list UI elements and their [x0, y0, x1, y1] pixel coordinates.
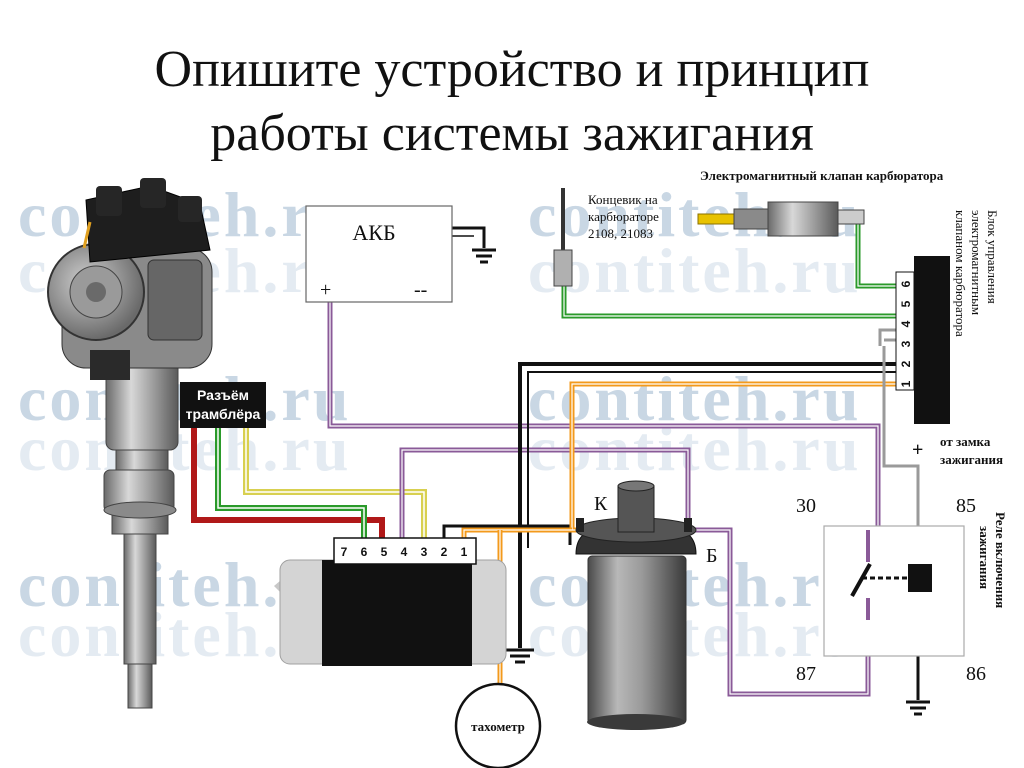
- wires: [191, 222, 920, 697]
- control-unit-pin: 6: [899, 280, 913, 287]
- limit-switch-label-2: карбюраторе: [588, 209, 659, 224]
- relay-label-1: Реле включения: [993, 512, 1008, 608]
- battery-plus: +: [320, 279, 331, 301]
- distributor-connector: Разъём трамблёра: [180, 382, 266, 428]
- title-line-2: работы системы зажигания: [210, 105, 814, 162]
- ignition-coil: К Б: [575, 480, 717, 730]
- distributor: [47, 178, 213, 709]
- relay-terminal-86: 86: [966, 663, 986, 685]
- wire-red: [191, 428, 385, 545]
- commutator-pin: 5: [381, 545, 388, 559]
- control-unit-pin: 1: [899, 380, 913, 387]
- relay-terminal-85: 85: [956, 495, 976, 517]
- title-line-1: Опишите устройство и принцип: [154, 41, 870, 98]
- commutator-pin: 2: [441, 545, 448, 559]
- tachometer-label: тахометр: [471, 719, 525, 734]
- battery: АКБ + --: [305, 205, 453, 303]
- relay-terminal-87: 87: [796, 663, 816, 685]
- control-unit-pin: 5: [899, 300, 913, 307]
- ground-icon: [472, 248, 496, 264]
- watermark-text: contiteh.ru: [528, 235, 861, 306]
- commutator-pin: 3: [421, 545, 428, 559]
- distributor-connector-label-2: трамблёра: [186, 406, 261, 422]
- commutator: 7 6 5 4 3 2 1: [274, 537, 507, 666]
- limit-switch-label-1: Концевик на: [588, 192, 658, 207]
- relay-label-2: зажигания: [977, 526, 992, 589]
- watermark-text: contiteh.ru: [528, 549, 861, 620]
- wire-black: [518, 362, 898, 648]
- commutator-pin: 7: [341, 545, 348, 559]
- wire-gray: [882, 346, 920, 560]
- wire-green-valve: [855, 222, 900, 289]
- ignition-relay: 30 85 87 86 Реле включения зажигания: [796, 495, 1008, 685]
- coil-terminal-b: Б: [706, 545, 717, 567]
- watermark-text: contiteh.ru: [528, 363, 861, 434]
- solenoid-valve-label: Электромагнитный клапан карбюратора: [700, 168, 944, 183]
- control-unit-label-3: клапаном карбюратора: [953, 210, 968, 337]
- commutator-pin: 6: [361, 545, 368, 559]
- battery-minus: --: [414, 279, 427, 301]
- battery-label: АКБ: [352, 220, 395, 245]
- coil-terminal-k: К: [594, 493, 608, 515]
- ignition-lock-plus: +: [912, 439, 923, 461]
- ground-icon: [506, 648, 534, 664]
- commutator-pin: 4: [401, 545, 408, 559]
- control-unit: 1 2 3 4 5 6 Блок управления электромагни…: [895, 210, 1000, 424]
- commutator-pin: 1: [461, 545, 468, 559]
- control-unit-label-2: электромагнитным: [969, 210, 984, 315]
- solenoid-valve: Электромагнитный клапан карбюратора: [697, 168, 944, 237]
- control-unit-label-1: Блок управления: [985, 210, 1000, 304]
- ignition-lock: + от замка зажигания: [912, 434, 1003, 467]
- ignition-lock-label-1: от замка: [940, 434, 991, 449]
- distributor-connector-label-1: Разъём: [197, 387, 249, 403]
- watermark-text: contiteh.ru: [528, 599, 861, 670]
- limit-switch-label-3: 2108, 21083: [588, 226, 653, 241]
- ignition-lock-label-2: зажигания: [940, 452, 1003, 467]
- page-title: Опишите устройство и принцип работы сист…: [0, 38, 1024, 166]
- relay-terminal-30: 30: [796, 495, 816, 517]
- control-unit-pin: 3: [899, 340, 913, 347]
- tachometer: тахометр: [454, 682, 542, 768]
- limit-switch: Концевик на карбюраторе 2108, 21083: [553, 188, 659, 287]
- control-unit-pin: 4: [899, 320, 913, 327]
- control-unit-pin: 2: [899, 360, 913, 367]
